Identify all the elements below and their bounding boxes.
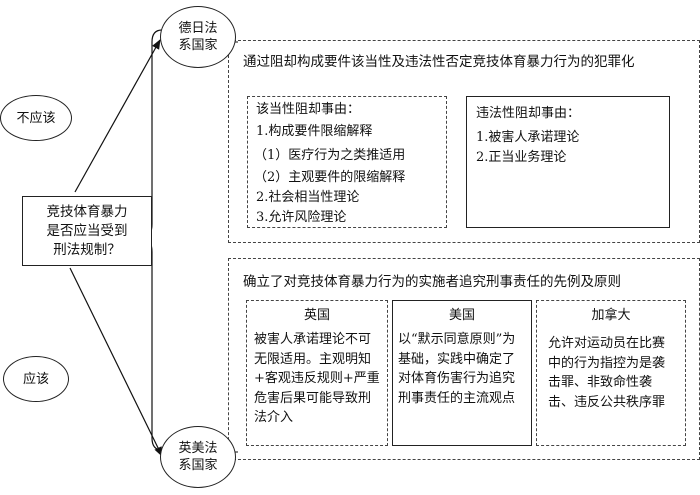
country-canada-header: 加拿大 [591,308,631,323]
illegality-item-2: 2.正当业务理论 [476,150,567,165]
constituent-item-2: （1）医疗行为之类推适用 [254,148,406,163]
country-canada-body: 允许对运动员在比赛中的行为指控为是袭击罪、非致命性袭击、违反公共秩序罪 [548,336,666,410]
label-should: 应该 [3,356,69,402]
germany-japan-law-system: 德日法 系国家 [160,6,236,68]
country-uk-header: 英国 [303,308,330,323]
constituent-justification-heading: 该当性阻却事由： [256,102,361,117]
top-section-title: 通过阻却构成要件该当性及违法性否定竞技体育暴力行为的犯罪化 [243,54,635,70]
label-should-not: 不应该 [0,95,72,141]
bottom-section-title: 确立了对竞技体育暴力行为的实施者追究刑事责任的先例及原则 [243,274,621,290]
constituent-item-4: 2.社会相当性理论 [256,190,360,205]
country-uk-box [246,300,388,446]
center-question-line2: 是否应当受到 [46,223,128,239]
constituent-item-1: 1.构成要件限缩解释 [256,124,373,139]
constituent-item-3: （2）主观要件的限缩解释 [254,170,406,185]
country-us-box [392,300,532,446]
center-question-box: 竞技体育暴力 是否应当受到 刑法规制？ [22,196,152,266]
illegality-justification-heading: 违法性阻却事由： [476,106,581,121]
center-question-line3: 刑法规制？ [53,242,121,258]
anglo-american-law-system: 英美法 系国家 [160,426,236,488]
illegality-item-1: 1.被害人承诺理论 [476,130,580,145]
arrow-to-germany-japan [74,39,161,193]
country-us-header: 美国 [448,308,475,323]
arrow-to-anglo-american [69,267,163,457]
country-canada-box [536,300,686,446]
center-question-line1: 竞技体育暴力 [46,204,128,220]
country-us-body: 以“默示同意原则”为基础，实践中确定了对体育伤害行为追究刑事责任的主流观点 [398,332,516,406]
illegality-justification-box [466,96,670,228]
constituent-item-5: 3.允许风险理论 [256,210,347,225]
country-uk-body: 被害人承诺理论不可无限适用。主观明知+客观违反规则+严重危害后果可能导致刑法介入 [254,332,380,425]
constituent-justification-box [247,96,447,228]
